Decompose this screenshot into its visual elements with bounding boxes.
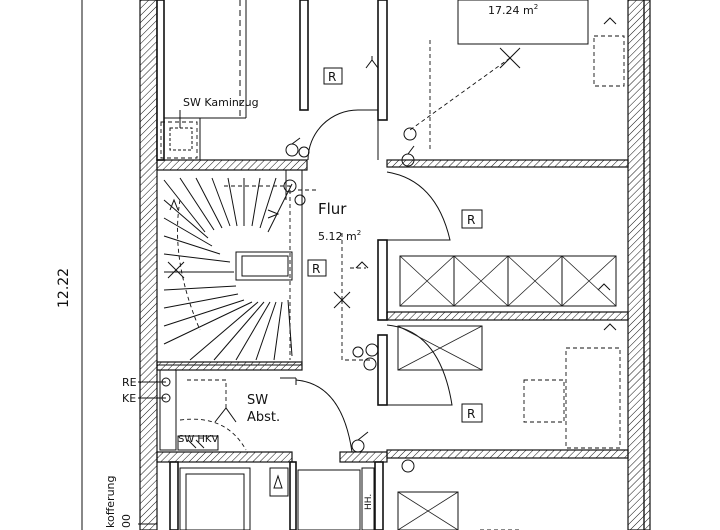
hh-label: HH. [364,494,374,510]
lower-right-room [397,325,621,530]
storage-room [177,379,247,451]
door-swings [280,109,453,453]
wall-corridor-right-low [377,334,388,406]
right-wall-inner-strip [643,0,651,530]
kofferung-value: 00 [120,514,133,528]
vertical-dimension: 12.22 [56,268,72,308]
right-exterior-wall [627,0,645,530]
sw-kaminzug-label: SW Kaminzug [183,96,259,109]
top-left-room-details [164,0,247,119]
radiator-label: R [312,262,320,276]
bathroom [179,467,375,530]
wall-bath-left [169,461,179,530]
top-right-room [409,0,625,150]
flur-room-name: Flur [318,200,347,218]
wall-corridor-left-top [299,0,309,111]
re-label: RE [122,376,137,389]
wall-top-right-room [386,159,629,168]
wall-corridor-right-mid [377,239,388,321]
wall-corridor-right-top [377,0,388,121]
wall-above-bathroom [156,451,293,463]
sw-abst-label-line1: SW [247,393,268,408]
top-room-area: 17.24 m2 [488,3,538,17]
bathtub [179,467,251,530]
kofferung-label: kofferung [104,475,117,528]
wall-bath-mid [289,461,297,530]
hallway-ceiling-light [296,189,372,361]
sw-hkv-label: SW HKV [178,434,218,445]
staircase [163,170,293,361]
ke-label: KE [122,392,136,405]
flur-room-area: 5.12 m2 [318,229,361,243]
wall-above-bath-right [339,451,388,463]
wall-mid-right [386,311,629,321]
wall-stair-bottom [156,361,303,371]
re-ke-pipes [138,369,177,451]
power-sockets [355,17,617,331]
left-exterior-wall [139,0,158,530]
wall-above-stairs [156,159,308,171]
wall-left-room [156,0,165,161]
wall-bottom-right [386,449,629,459]
bed-outline [457,0,589,45]
radiator-label: R [328,70,336,84]
sw-abst-label-line2: Abst. [247,410,280,425]
inner-walls [156,0,629,530]
radiator-label: R [467,407,475,421]
wardrobe-row [399,255,617,307]
light-switches [283,127,417,473]
radiator-label: R [467,213,475,227]
wall-bath-divider [374,461,384,530]
radiator-markers: R R R R [307,67,483,423]
